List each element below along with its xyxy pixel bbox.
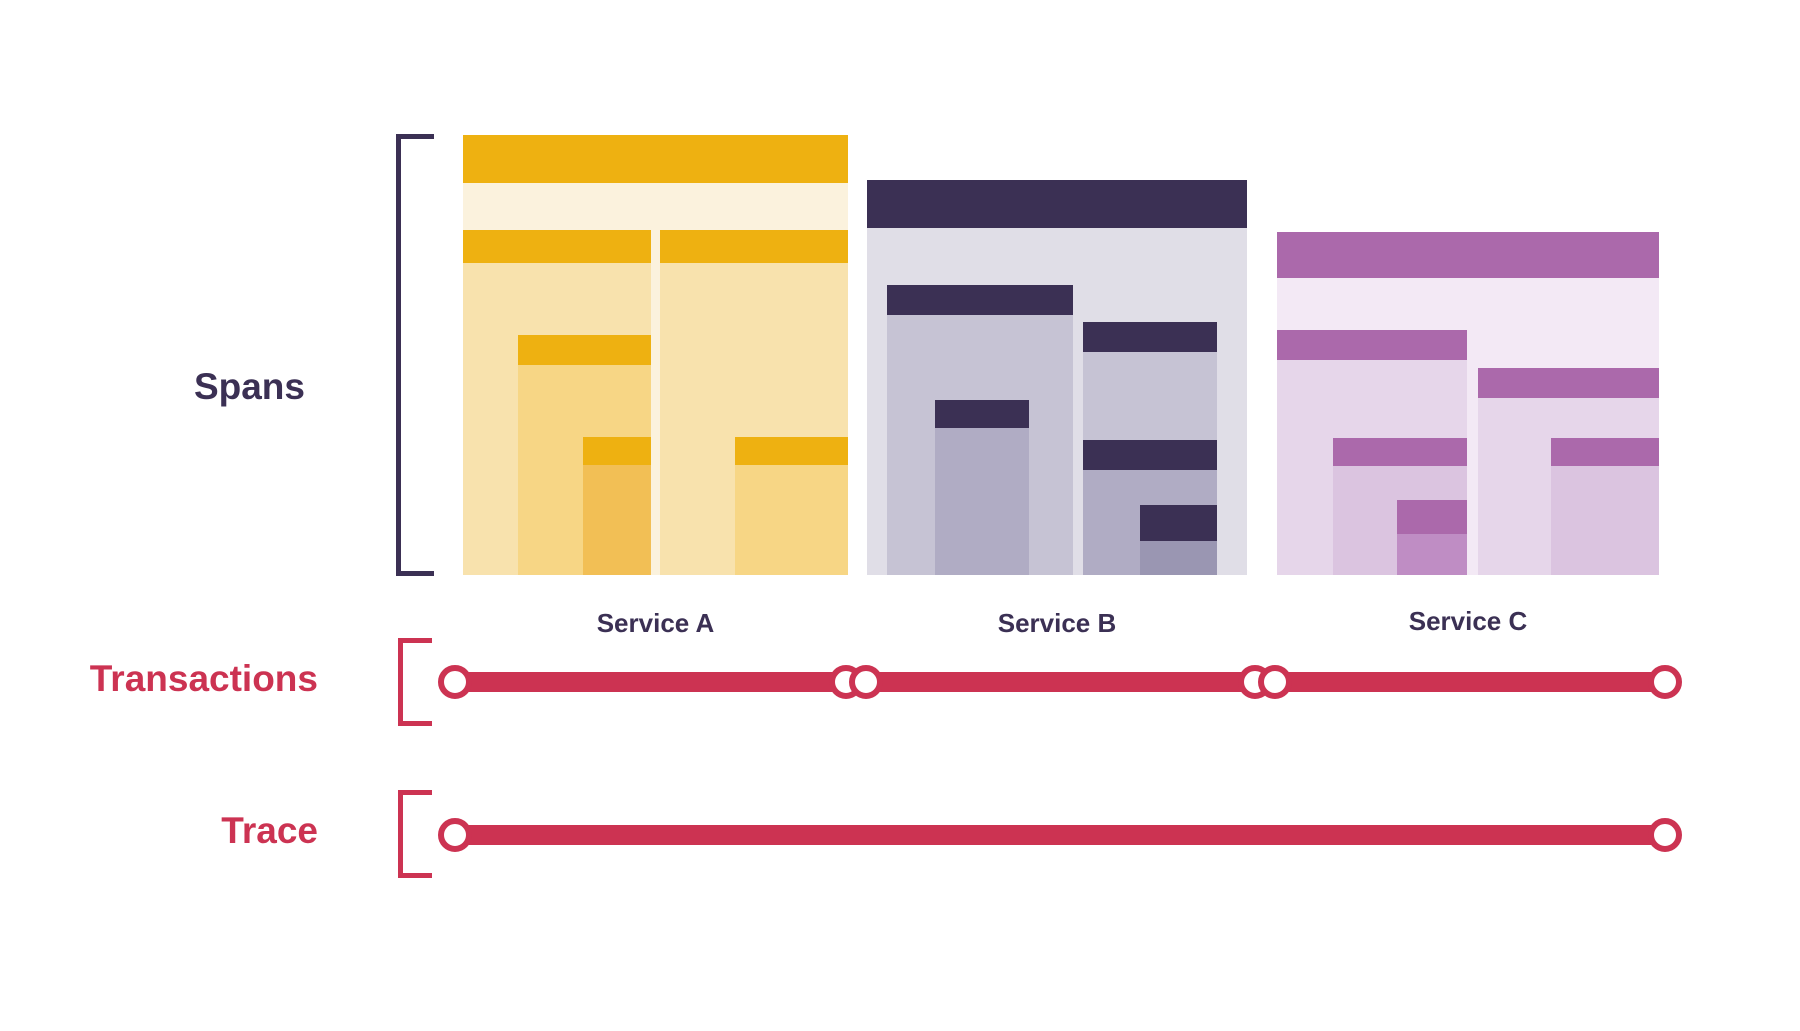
span-c-child1-head [1277,330,1467,360]
span-c-child5[interactable] [1551,438,1659,575]
trace-node-start[interactable] [438,818,472,852]
span-c-child3[interactable] [1397,500,1467,575]
span-a-child1-head [463,230,651,263]
service-group-c [1277,232,1659,575]
span-c-child4-head [1478,368,1659,398]
spans-bracket [396,134,434,576]
span-a-child3[interactable] [583,437,651,575]
transaction-node-a-start[interactable] [438,665,472,699]
span-b-child1-head [887,285,1073,315]
spans-row-label: Spans [193,366,305,407]
transaction-segment-a[interactable] [455,672,846,692]
service-caption-a: Service A [596,608,715,638]
service-caption-c: Service C [1408,606,1528,636]
span-c-child5-head [1551,438,1659,466]
transaction-segment-b[interactable] [866,672,1255,692]
spans-chart [463,135,1659,575]
span-c-root-head [1277,232,1659,278]
span-a-child3-head [583,437,651,465]
span-c-child2-head [1333,438,1467,466]
service-group-b [867,180,1247,575]
transaction-node-b-start[interactable] [849,665,883,699]
transaction-node-c-start[interactable] [1258,665,1292,699]
span-b-child5[interactable] [1140,505,1217,575]
service-group-a [463,135,848,575]
span-a-child4-head [660,230,848,263]
span-a-child2-head [518,335,651,365]
transactions-row-label: Transactions [89,658,318,699]
span-c-child3-head [1397,500,1467,534]
transaction-segment-c[interactable] [1275,672,1665,692]
span-b-child3-head [1083,322,1217,352]
span-a-root-head [463,135,848,183]
span-b-child5-head [1140,505,1217,541]
transaction-node-c-end[interactable] [1648,665,1682,699]
span-b-child2-head [935,400,1029,428]
trace-bracket [398,790,432,878]
service-caption-b: Service B [997,608,1117,638]
trace-row-label: Trace [221,810,318,851]
span-a-child5[interactable] [735,437,848,575]
span-b-child2[interactable] [935,400,1029,575]
trace-node-end[interactable] [1648,818,1682,852]
span-a-child5-head [735,437,848,465]
span-b-root-head [867,180,1247,228]
transactions-bracket [398,638,432,726]
span-b-child4-head [1083,440,1217,470]
trace-segment[interactable] [455,825,1665,845]
